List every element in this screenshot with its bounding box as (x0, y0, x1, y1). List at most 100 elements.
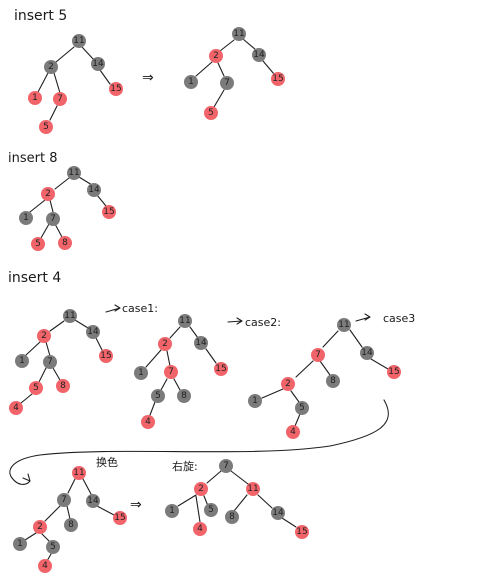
tree-node-label: 5 (208, 108, 214, 118)
title-insert8: insert 8 (8, 151, 57, 166)
diagram-case1: 11 2 14 1 7 15 5 8 4 (134, 314, 228, 429)
diagram-insert8: 11 2 14 1 7 15 5 8 (19, 166, 116, 251)
tree-node-label: 8 (68, 520, 74, 530)
tree-node-label: 2 (213, 51, 219, 61)
transform-arrow-2: ⇒ (130, 497, 142, 513)
tree-node-label: 5 (33, 383, 39, 393)
tree-node-black (86, 494, 100, 508)
diagram-rotate: 7 2 11 1 5 8 14 4 15 (165, 459, 309, 539)
tree-edge (206, 470, 222, 484)
tree-node-label: 15 (215, 364, 226, 374)
tree-node-black (43, 355, 57, 369)
tree-node-red (31, 237, 45, 251)
tree-node-label: 1 (252, 396, 258, 406)
tree-node-label: 15 (296, 527, 307, 537)
tree-node-red (99, 349, 113, 363)
tree-node-label: 11 (73, 36, 84, 46)
label-case2: case2: (245, 316, 281, 329)
tree-edge (173, 378, 181, 391)
tree-node-label: 2 (45, 189, 51, 199)
tree-node-red (38, 559, 52, 573)
tree-edge (49, 199, 54, 213)
tree-node-label: 5 (43, 122, 49, 132)
tree-node-black (64, 518, 78, 532)
transform-arrow: ⇒ (142, 70, 154, 86)
tree-node-black (91, 57, 105, 71)
tree-node-black (63, 309, 77, 323)
tree-edge (294, 413, 301, 427)
tree-node-red (109, 82, 123, 96)
tree-edge (349, 329, 363, 348)
tree-edge (24, 532, 37, 541)
tree-node-label: 7 (50, 214, 56, 224)
label-case3: case3 (383, 312, 415, 325)
tree-edge (195, 61, 213, 77)
tree-node-black (248, 394, 262, 408)
tree-node-red (209, 49, 223, 63)
tree-edge (78, 176, 93, 186)
tree-node-label: 14 (272, 508, 284, 518)
tree-node-black (177, 389, 191, 403)
tree-node-red (214, 362, 228, 376)
tree-node-black (225, 510, 239, 524)
tree-node-label: 7 (224, 78, 230, 88)
tree-node-label: 5 (208, 505, 214, 515)
tree-node-black (178, 314, 192, 328)
tree-node-red (387, 365, 401, 379)
tree-node-red (113, 511, 127, 525)
tree-edge (52, 367, 61, 381)
tree-node-red (193, 522, 207, 536)
tree-node-black (46, 212, 60, 226)
tree-edge (37, 72, 49, 93)
tree-node-label: 15 (103, 207, 114, 217)
tree-node-black (13, 537, 27, 551)
tree-node-label: 7 (315, 350, 321, 360)
tree-node-label: 1 (188, 77, 194, 87)
tree-node-label: 7 (168, 367, 174, 377)
tree-node-label: 5 (299, 403, 305, 413)
tree-node-red (286, 425, 300, 439)
tree-edge (242, 38, 257, 51)
tree-node-label: 2 (198, 484, 204, 494)
tree-edge (81, 46, 95, 61)
tree-edge (195, 495, 201, 523)
tree-edge (189, 326, 199, 339)
tree-node-label: 14 (92, 59, 104, 69)
tree-node-label: 8 (330, 376, 336, 386)
tree-node-red (271, 72, 285, 86)
tree-node-label: 4 (197, 524, 203, 534)
tree-edge (20, 393, 33, 404)
tree-node-red (9, 401, 23, 415)
tree-edge (95, 337, 103, 351)
tree-node-black (67, 166, 81, 180)
tree-node-label: 11 (64, 311, 75, 321)
tree-node-black (86, 325, 100, 339)
tree-node-label: 1 (169, 506, 175, 516)
tree-edge (319, 360, 331, 376)
label-recolor: 换色 (96, 455, 118, 469)
tree-edge (322, 330, 339, 348)
tree-node-black (252, 48, 266, 62)
tree-node-red (39, 120, 53, 134)
tree-node-label: 15 (100, 351, 111, 361)
tree-node-label: 15 (110, 84, 121, 94)
tree-node-label: 8 (229, 512, 235, 522)
tree-edge (169, 326, 181, 339)
tree-node-label: 5 (50, 542, 56, 552)
tree-edge (205, 348, 217, 364)
label-case1: case1: (122, 302, 158, 315)
tree-node-label: 14 (361, 348, 373, 358)
tree-node-label: 1 (32, 93, 38, 103)
tree-node-label: 1 (23, 213, 29, 223)
tree-edge (99, 69, 111, 85)
title-insert4: insert 4 (8, 270, 61, 286)
tree-node-label: 14 (87, 496, 99, 506)
tree-edge (177, 494, 197, 507)
tree-edge (45, 341, 51, 357)
tree-edge (145, 349, 162, 368)
tree-node-label: 1 (17, 539, 23, 549)
tree-node-label: 11 (68, 168, 79, 178)
tree-node-red (53, 92, 67, 106)
tree-node-black (57, 493, 71, 507)
